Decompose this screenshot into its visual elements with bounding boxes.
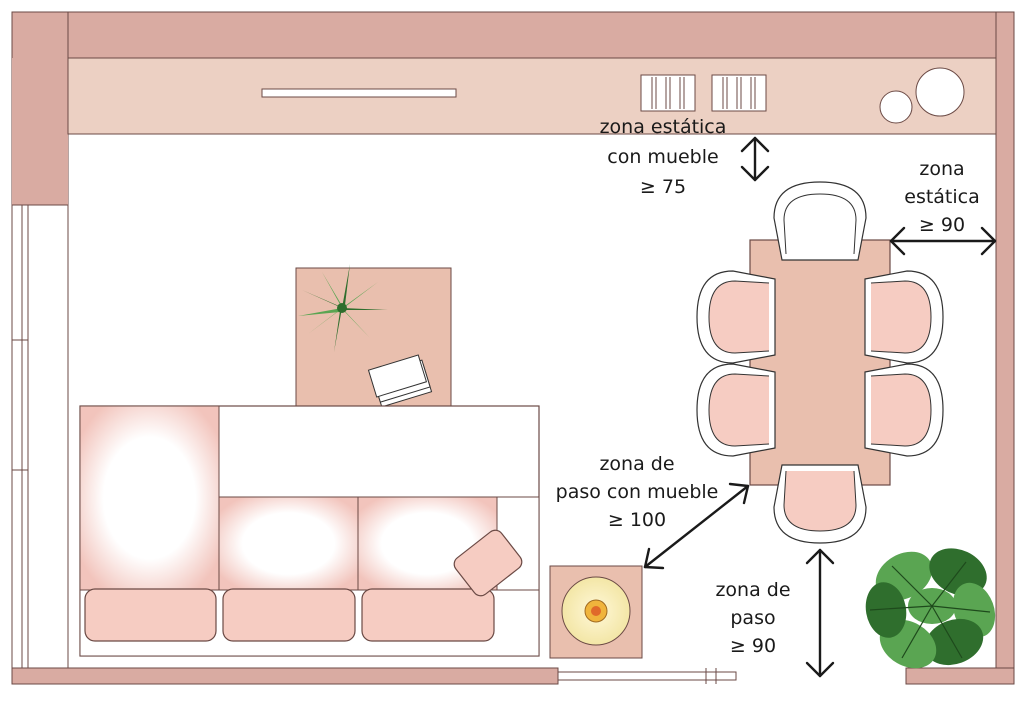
sofa-seat-middle	[218, 496, 359, 591]
dining-chairs	[696, 181, 944, 544]
arrow-passage-furniture	[643, 482, 750, 570]
label-static-line-2: estática	[904, 186, 980, 208]
arrow-passage	[805, 548, 835, 678]
chair-right-1	[864, 270, 944, 364]
chair-top	[773, 181, 867, 261]
label-passage-line-2: paso	[730, 607, 775, 629]
magazines-icon	[367, 354, 433, 408]
label-static-line-3: ≥ 90	[919, 214, 965, 236]
label-static-furniture-line-2: con mueble	[607, 146, 718, 168]
label-passage-line-3: ≥ 90	[730, 635, 776, 657]
chair-left-1	[696, 270, 776, 364]
books-group-left	[640, 74, 696, 112]
walls	[11, 11, 1015, 685]
chair-bottom	[773, 464, 867, 544]
label-passage-furniture: zona de paso con mueble ≥ 100	[556, 453, 719, 531]
throw-pillow	[453, 529, 523, 597]
sofa-chaise-seat	[79, 405, 220, 591]
label-static-furniture-line-1: zona estática	[600, 116, 727, 138]
arrow-static-furniture	[740, 136, 770, 182]
wall-top	[11, 11, 1015, 59]
label-passage-furniture-line-3: ≥ 100	[608, 509, 666, 531]
decor-bowl-large	[915, 67, 965, 117]
coffee-table	[295, 264, 452, 422]
arrow-static	[889, 226, 997, 256]
monstera-plant-icon	[865, 548, 996, 669]
label-static: zona estática ≥ 90	[904, 158, 980, 236]
sofa-back-cushion-3	[361, 588, 495, 642]
wall-bottom-right	[905, 667, 1015, 685]
decor-bowl-small	[879, 90, 913, 124]
dimension-arrows	[643, 136, 997, 678]
label-passage-furniture-line-1: zona de	[599, 453, 674, 475]
side-table	[549, 565, 643, 659]
chair-left-2	[696, 363, 776, 457]
shelf-light-strip	[261, 88, 457, 98]
sofa-back-cushion-2	[222, 588, 356, 642]
wall-bottom-left	[11, 667, 559, 685]
label-static-line-1: zona	[919, 158, 964, 180]
books-group-right	[711, 74, 767, 112]
label-passage-line-1: zona de	[715, 579, 790, 601]
wall-shelf	[67, 57, 997, 135]
label-static-furniture-line-3: ≥ 75	[640, 176, 686, 198]
small-plant-icon	[298, 264, 388, 352]
label-static-furniture: zona estática con mueble ≥ 75	[600, 116, 727, 198]
chair-right-2	[864, 363, 944, 457]
window-left	[11, 204, 69, 669]
sofa-back-cushion-1	[84, 588, 217, 642]
label-passage: zona de paso ≥ 90	[715, 579, 790, 657]
wall-right	[995, 11, 1015, 685]
label-passage-furniture-line-2: paso con mueble	[556, 481, 719, 503]
door-threshold	[557, 668, 737, 684]
sofa	[79, 405, 540, 657]
